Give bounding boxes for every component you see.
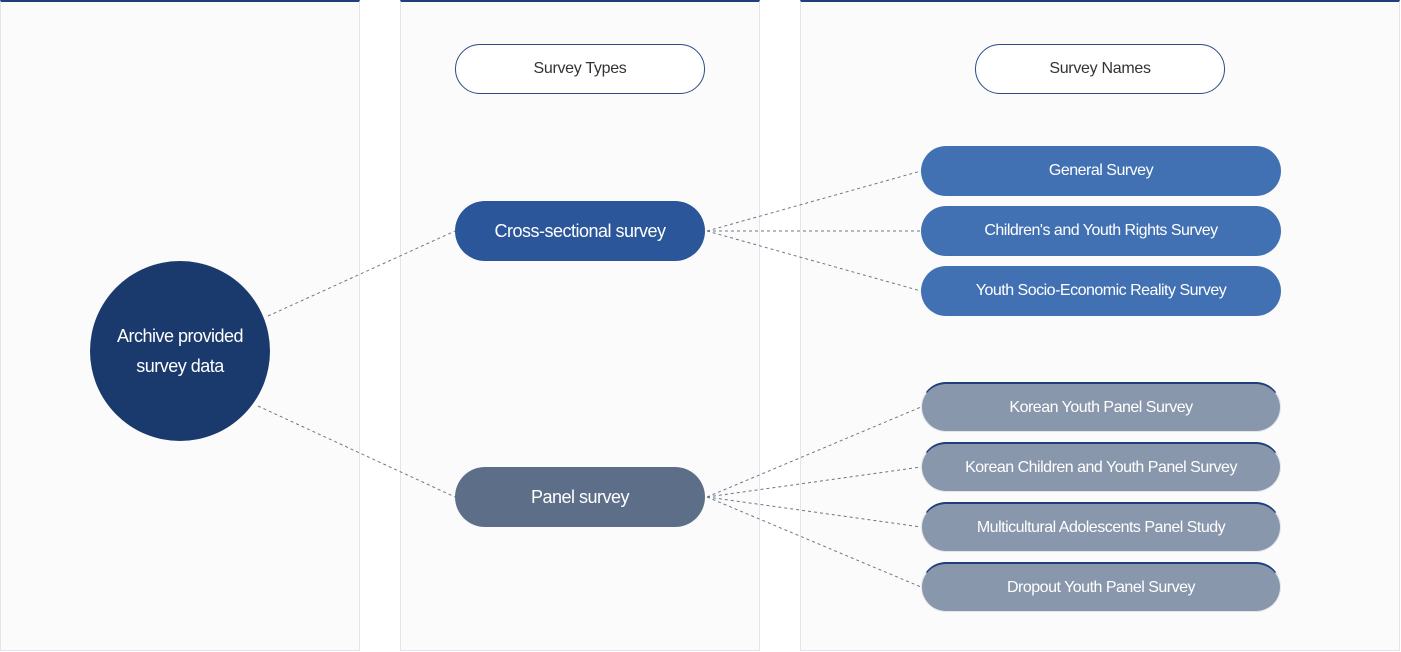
type-node-panel: Panel survey — [455, 467, 705, 527]
column-panel-names — [800, 0, 1400, 651]
survey-node-multicultural: Multicultural Adolescents Panel Study — [921, 502, 1281, 552]
survey-node-kcyps: Korean Children and Youth Panel Survey — [921, 442, 1281, 492]
survey-node-general: General Survey — [921, 146, 1281, 196]
root-node-label-line1: Archive provided — [116, 326, 244, 346]
survey-node-socio-economic: Youth Socio-Economic Reality Survey — [921, 266, 1281, 316]
root-node-label-line2: survey data — [136, 356, 224, 376]
header-survey-types: Survey Types — [455, 44, 705, 94]
survey-node-kyps: Korean Youth Panel Survey — [921, 382, 1281, 432]
survey-node-dropout: Dropout Youth Panel Survey — [921, 562, 1281, 612]
type-node-cross-sectional: Cross-sectional survey — [455, 201, 705, 261]
survey-node-rights: Children's and Youth Rights Survey — [921, 206, 1281, 256]
root-node-archive: Archive provided survey data — [90, 261, 270, 441]
column-panel-types — [400, 0, 760, 651]
header-survey-names: Survey Names — [975, 44, 1225, 94]
